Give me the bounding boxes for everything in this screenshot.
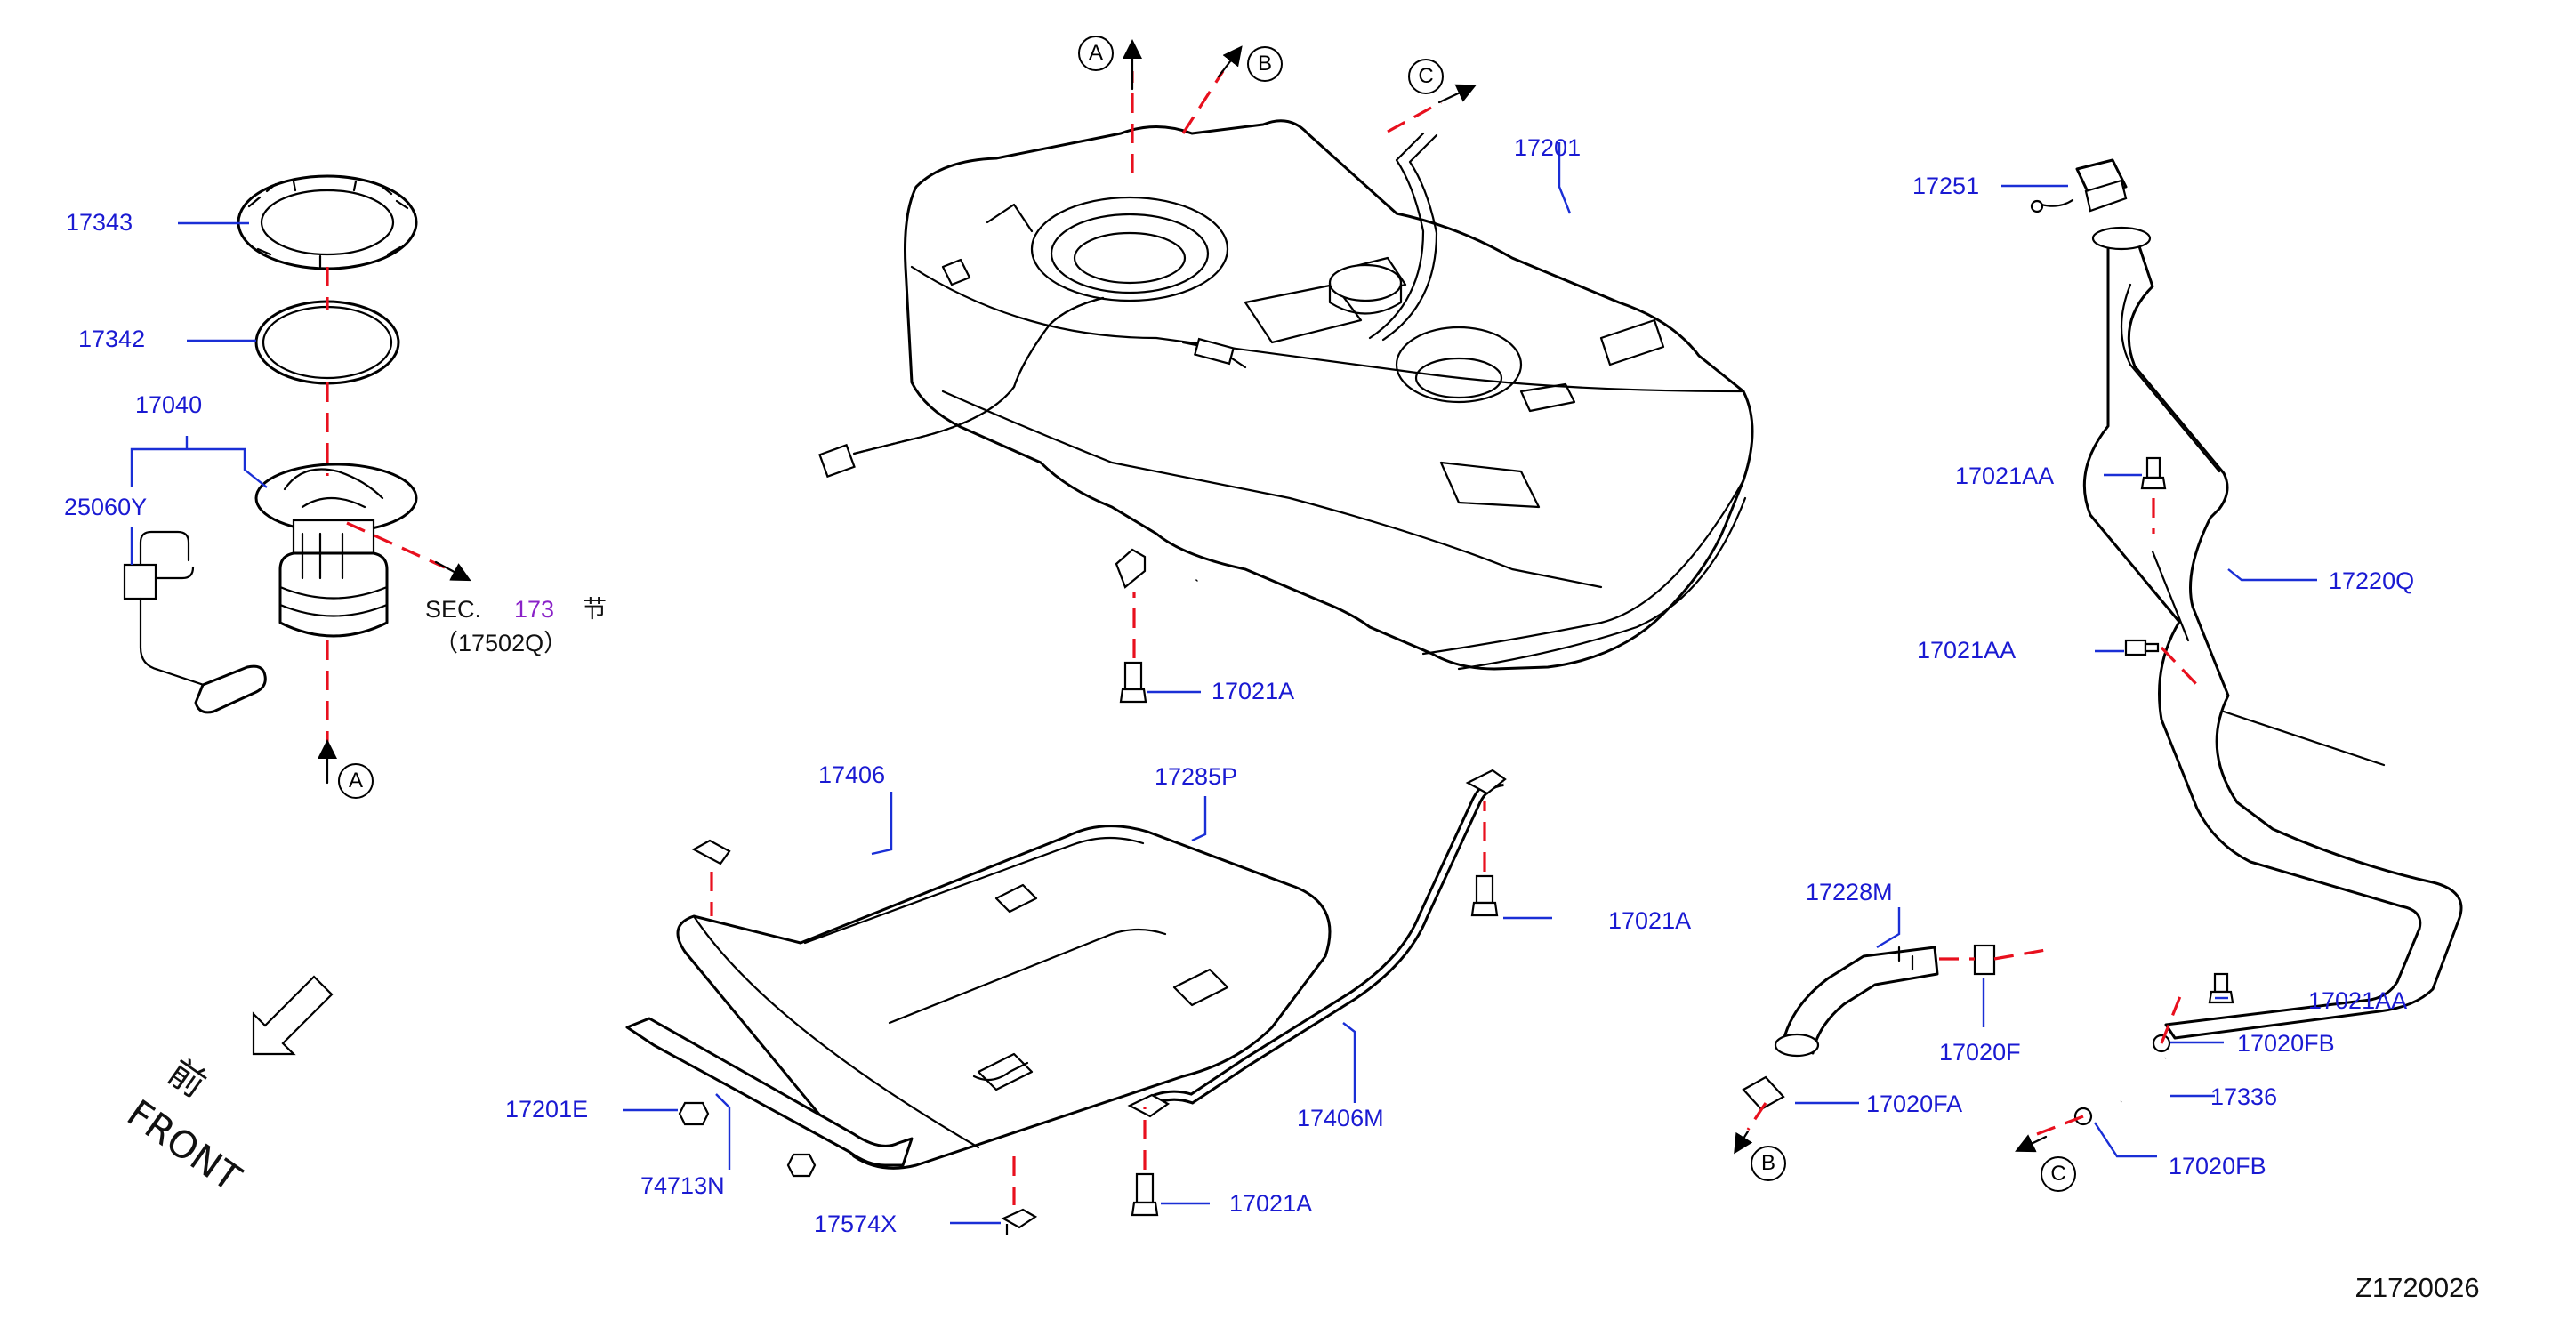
lock-ring-17343[interactable] [237,174,418,270]
bolt-17021A-bottom[interactable] [1131,1172,1159,1217]
label-17020FB-2: 17020FB [2169,1153,2266,1179]
nut-74713N[interactable] [786,1153,817,1178]
label-17021AA-1: 17021AA [1955,463,2055,489]
front-arrow-icon [252,975,334,1056]
label-17021A-3: 17021A [1229,1190,1313,1217]
label-17020F: 17020F [1939,1039,2021,1066]
label-17574X: 17574X [814,1211,898,1237]
label-17220Q: 17220Q [2329,567,2415,594]
nut-17201E[interactable] [678,1101,710,1126]
fuel-pump-module-17040[interactable] [254,463,418,638]
clamp-17020F[interactable] [1973,944,1996,976]
connector-a-bottom: A [338,763,374,799]
bolt-17021AA-1[interactable] [2140,456,2167,490]
label-74713N: 74713N [640,1172,725,1199]
gasket-17342[interactable] [254,300,400,385]
label-17342: 17342 [78,326,146,352]
bolt-17021A-right[interactable] [1470,874,1499,917]
filler-cap-17251[interactable] [2030,158,2128,213]
bolt-17021AA-2[interactable] [2124,639,2160,656]
connector-c-bottom: C [2041,1156,2076,1192]
sec-prefix: SEC. [425,596,482,623]
breather-hose-17336[interactable] [2120,1057,2168,1104]
bolt-17021A-tank[interactable] [1119,661,1147,704]
label-17020FB-1: 17020FB [2237,1030,2335,1057]
connector-b-bottom: B [1751,1146,1786,1181]
label-17201: 17201 [1514,134,1582,161]
fuel-level-sender-25060Y[interactable] [123,530,267,714]
filler-tube-17220Q[interactable] [2082,226,2463,1040]
label-17336: 17336 [2210,1083,2278,1110]
diagram-id: Z1720026 [2355,1272,2480,1303]
label-17021A-2: 17021A [1608,907,1692,934]
pump-sec-axis [346,521,446,569]
label-17021AA-3: 17021AA [2308,987,2408,1014]
clamp-17020FA[interactable] [1742,1075,1785,1111]
label-17406M: 17406M [1297,1105,1384,1131]
bracket-74713N[interactable] [625,1017,914,1167]
strap-17406M[interactable] [1127,769,1507,1118]
connector-b-top: B [1247,46,1283,82]
label-17020FA: 17020FA [1866,1091,1963,1117]
connector-a-top: A [1078,36,1114,71]
clip-17574X[interactable] [1001,1208,1038,1235]
connector-c-top: C [1408,59,1444,94]
label-17201E: 17201E [505,1096,589,1123]
label-17406: 17406 [818,761,886,788]
label-17251: 17251 [1912,173,1980,199]
label-17021AA-2: 17021AA [1917,637,2017,664]
fuel-tank-17201[interactable] [818,119,1754,671]
label-17343: 17343 [66,209,133,236]
label-17040: 17040 [135,391,203,418]
under-cover-17285P[interactable] [676,825,1332,1170]
label-25060Y: 25060Y [64,494,148,520]
sec-part: （17502Q） [434,630,568,656]
hose-17228M[interactable] [1774,946,1939,1058]
label-17021A-1: 17021A [1212,678,1295,704]
label-17285P: 17285P [1155,763,1238,790]
sec-suffix: 节 [583,596,607,623]
fuel-pump-group [123,174,471,785]
strap-17406[interactable] [691,548,1199,897]
sec-number: 173 [514,596,555,623]
label-17228M: 17228M [1806,879,1893,905]
